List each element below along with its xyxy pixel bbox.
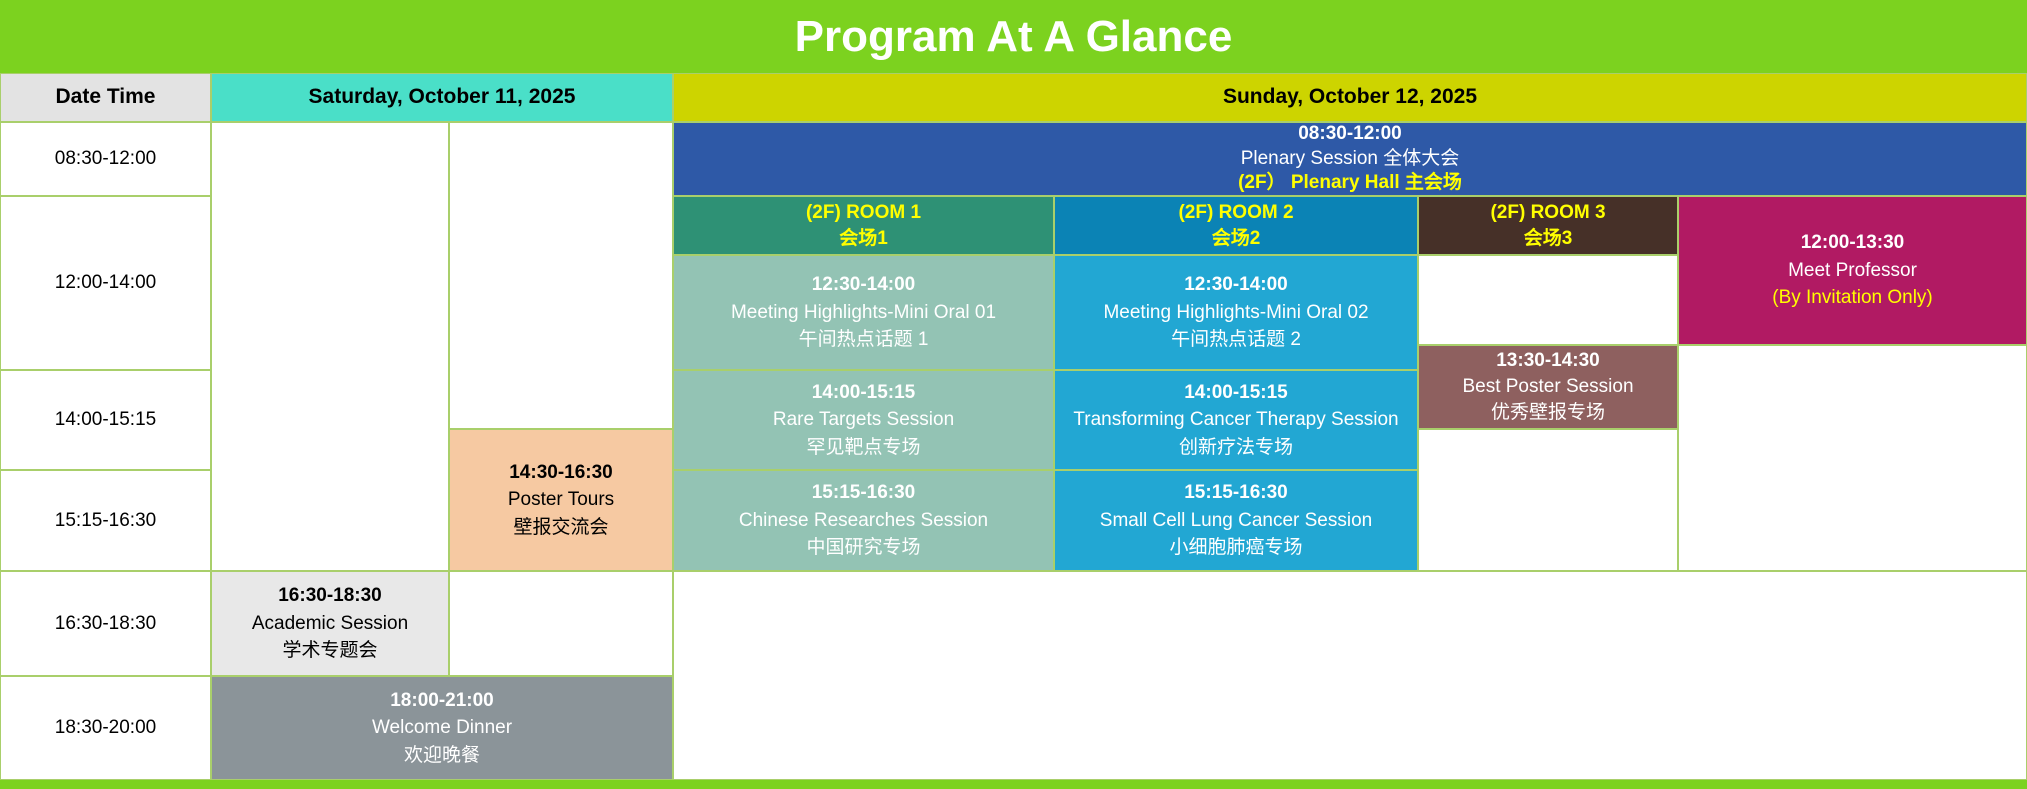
empty-cell-saturday-left: [211, 122, 449, 571]
session-title: Meeting Highlights-Mini Oral 02: [1103, 301, 1369, 323]
session-subtitle: 壁报交流会: [513, 516, 609, 538]
room-label-cn: 会场1: [839, 227, 888, 249]
time-slot-1515-1630: 15:15-16:30: [0, 470, 211, 571]
session-subtitle: 中国研究专场: [806, 537, 921, 559]
header-saturday: Saturday, October 11, 2025: [211, 73, 673, 122]
room-label: (2F) ROOM 2: [1178, 201, 1294, 223]
time-slot-1400-1515: 14:00-15:15: [0, 370, 211, 470]
session-subtitle: 午间热点话题 1: [798, 329, 929, 351]
empty-cell-room3-top: [1418, 255, 1678, 345]
room2-header: (2F) ROOM 2 会场2: [1054, 196, 1418, 255]
room-label-cn: 会场3: [1523, 227, 1573, 249]
session-time: 08:30-12:00: [1298, 122, 1402, 144]
room3-header: (2F) ROOM 3 会场3: [1418, 196, 1678, 255]
session-chinese-researches: 15:15-16:30 Chinese Researches Session 中…: [673, 470, 1054, 571]
time-slot-1200-1400: 12:00-14:00: [0, 196, 211, 370]
session-title: Meeting Highlights-Mini Oral 01: [730, 301, 997, 323]
session-title: Academic Session: [251, 612, 409, 634]
session-title: Transforming Cancer Therapy Session: [1073, 409, 1399, 431]
empty-cell-sunday-bottom: [673, 571, 2027, 780]
session-title: Small Cell Lung Cancer Session: [1099, 509, 1373, 531]
session-subtitle: 罕见靶点专场: [806, 436, 921, 458]
session-time: 15:15-16:30: [811, 482, 916, 504]
session-title: Plenary Session 全体大会: [1240, 147, 1460, 169]
time-slot-1630-1830: 16:30-18:30: [0, 571, 211, 676]
session-time: 12:30-14:00: [811, 274, 916, 296]
empty-cell-saturday-right-top: [449, 122, 673, 429]
session-time: 12:00-13:30: [1800, 232, 1905, 254]
session-best-poster: 13:30-14:30 Best Poster Session 优秀壁报专场: [1418, 345, 1678, 429]
session-time: 15:15-16:30: [1184, 482, 1288, 504]
session-academic: 16:30-18:30 Academic Session 学术专题会: [211, 571, 449, 676]
session-transforming-cancer-therapy: 14:00-15:15 Transforming Cancer Therapy …: [1054, 370, 1418, 470]
room-label: (2F) ROOM 3: [1490, 201, 1606, 223]
session-time: 16:30-18:30: [278, 585, 382, 607]
empty-cell-room3-bottom: [1418, 429, 1678, 571]
session-title: Poster Tours: [507, 489, 615, 511]
time-slot-1830-2000: 18:30-20:00: [0, 676, 211, 780]
session-small-cell-lung-cancer: 15:15-16:30 Small Cell Lung Cancer Sessi…: [1054, 470, 1418, 571]
time-slot-0830-1200: 08:30-12:00: [0, 122, 211, 196]
session-subtitle: 欢迎晚餐: [403, 744, 480, 766]
session-time: 14:00-15:15: [1184, 381, 1288, 403]
session-poster-tours: 14:30-16:30 Poster Tours 壁报交流会: [449, 429, 673, 571]
header-sunday: Sunday, October 12, 2025: [673, 73, 2027, 122]
session-venue: (2F） Plenary Hall 主会场: [1238, 172, 1462, 194]
session-meeting-highlights-01: 12:30-14:00 Meeting Highlights-Mini Oral…: [673, 255, 1054, 370]
empty-cell-right-column: [1678, 345, 2027, 571]
session-title: Chinese Researches Session: [738, 509, 989, 531]
session-title: Welcome Dinner: [371, 717, 513, 739]
session-meeting-highlights-02: 12:30-14:00 Meeting Highlights-Mini Oral…: [1054, 255, 1418, 370]
session-time: 18:00-21:00: [390, 689, 494, 711]
room-label-cn: 会场2: [1211, 227, 1261, 249]
header-date-time: Date Time: [0, 73, 211, 122]
session-time: 14:00-15:15: [811, 381, 916, 403]
session-note: (By Invitation Only): [1772, 287, 1933, 309]
session-plenary: 08:30-12:00 Plenary Session 全体大会 (2F） Pl…: [673, 122, 2027, 196]
session-title: Best Poster Session: [1462, 375, 1634, 397]
page-title: Program At A Glance: [0, 0, 2027, 73]
session-title: Meet Professor: [1788, 259, 1917, 281]
session-time: 13:30-14:30: [1496, 349, 1600, 371]
session-subtitle: 创新疗法专场: [1178, 436, 1293, 458]
empty-cell-saturday-right-bottom: [449, 571, 673, 676]
room-label: (2F) ROOM 1: [805, 201, 922, 223]
session-subtitle: 优秀壁报专场: [1490, 402, 1605, 424]
session-rare-targets: 14:00-15:15 Rare Targets Session 罕见靶点专场: [673, 370, 1054, 470]
room1-header: (2F) ROOM 1 会场1: [673, 196, 1054, 255]
bottom-bar: [0, 780, 2027, 789]
session-subtitle: 小细胞肺癌专场: [1169, 537, 1303, 559]
session-welcome-dinner: 18:00-21:00 Welcome Dinner 欢迎晚餐: [211, 676, 673, 780]
session-meet-professor: 12:00-13:30 Meet Professor (By Invitatio…: [1678, 196, 2027, 345]
session-subtitle: 午间热点话题 2: [1171, 329, 1301, 351]
session-subtitle: 学术专题会: [282, 640, 378, 662]
session-title: Rare Targets Session: [772, 409, 955, 431]
session-time: 12:30-14:00: [1184, 274, 1288, 296]
session-time: 14:30-16:30: [509, 461, 613, 483]
